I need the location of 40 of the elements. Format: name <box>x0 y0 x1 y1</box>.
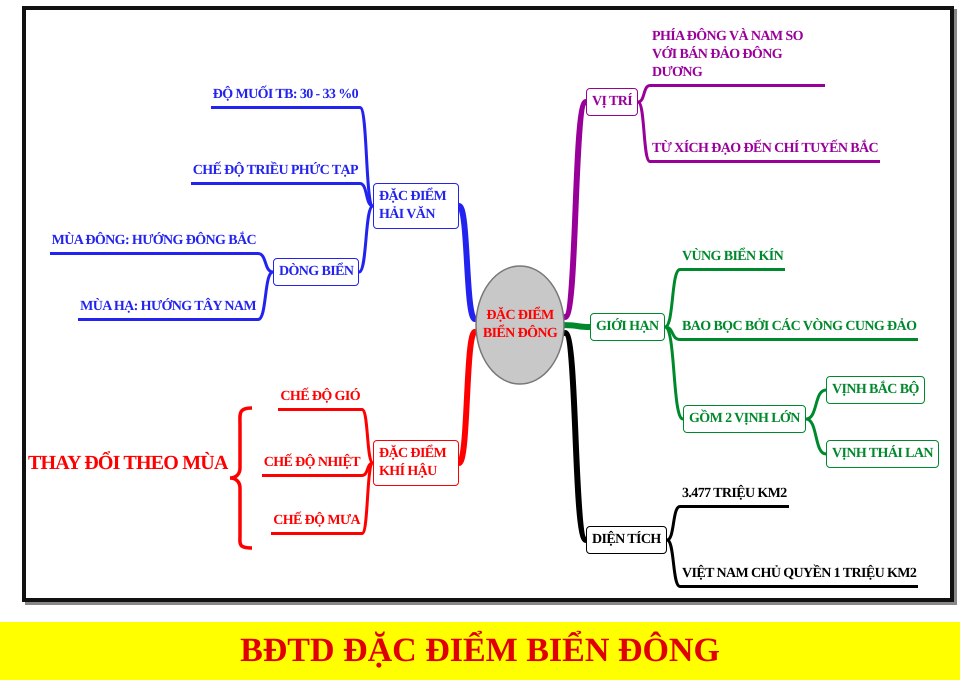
underlined-topic: MÙA HẠ: HƯỚNG TÂY NAM <box>78 298 258 321</box>
topic-box: GỒM 2 VỊNH LỚN <box>683 405 806 433</box>
topic-box: ĐẶC ĐIỂM KHÍ HẬU <box>373 440 459 486</box>
branch-line <box>664 326 684 420</box>
underlined-topic: BAO BỌC BỞI CÁC VÒNG CUNG ĐẢO <box>680 318 918 341</box>
underlined-topic: TỪ XÍCH ĐẠO ĐẾN CHÍ TUYẾN BẮC <box>650 140 880 163</box>
branch-line <box>256 252 274 274</box>
branch-line <box>636 100 652 163</box>
topic-box: VỊ TRÍ <box>586 88 638 116</box>
branch-line <box>360 462 374 535</box>
branch-line <box>358 204 374 274</box>
branch-line <box>664 326 682 341</box>
topic-box: ĐẶC ĐIỂM HẢI VĂN <box>373 183 459 229</box>
branch-line <box>360 408 374 464</box>
branch-line <box>358 106 374 208</box>
underlined-topic: CHẾ ĐỘ GIÓ <box>278 388 362 411</box>
branch-line <box>256 270 274 321</box>
branch-line <box>804 388 828 420</box>
topic-box: GIỚI HẠN <box>590 313 664 341</box>
branch-line <box>666 538 682 588</box>
underlined-topic: MÙA ĐÔNG: HƯỚNG ĐÔNG BẮC <box>50 232 258 255</box>
branch-line <box>666 505 682 542</box>
underlined-topic: CHẾ ĐỘ NHIỆT <box>262 454 362 477</box>
underlined-topic: VÙNG BIỂN KÍN <box>680 248 786 271</box>
underlined-topic: PHÍA ĐÔNG VÀ NAM SO VỚI BÁN ĐẢO ĐÔNG DƯƠNG <box>650 28 825 87</box>
underlined-topic: CHẾ ĐỘ TRIỀU PHỨC TẠP <box>190 162 360 185</box>
center-topic-ellipse: ĐẶC ĐIỂM BIỂN ĐÔNG <box>475 265 565 385</box>
note-text: THAY ĐỔI THEO MÙA <box>28 452 228 475</box>
topic-box: DÒNG BIỂN <box>273 258 360 286</box>
topic-box: DIỆN TÍCH <box>586 526 667 554</box>
branch-line <box>664 268 682 328</box>
branch-line <box>636 84 652 104</box>
title-banner: BĐTD ĐẶC ĐIỂM BIỂN ĐÔNG <box>0 622 960 680</box>
topic-box: VỊNH THÁI LAN <box>826 440 939 468</box>
underlined-topic: 3.477 TRIỆU KM2 <box>680 485 789 508</box>
underlined-topic: VIỆT NAM CHỦ QUYỀN 1 TRIỆU KM2 <box>680 565 918 588</box>
topic-box: VỊNH BẮC BỘ <box>826 376 925 404</box>
underlined-topic: CHẾ ĐỘ MƯA <box>271 512 362 535</box>
branch-line <box>804 418 828 456</box>
underlined-topic: ĐỘ MUỐI TB: 30 - 33 %0 <box>210 86 360 109</box>
